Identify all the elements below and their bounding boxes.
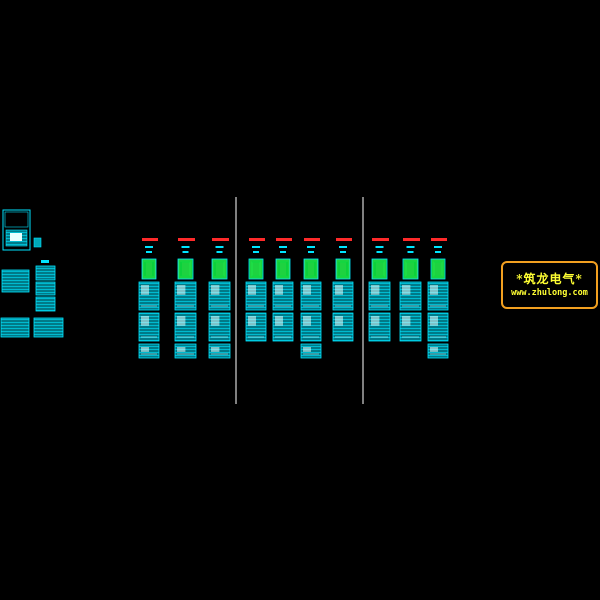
schematic-sheet-block bbox=[177, 285, 186, 295]
schematic-sheet-block bbox=[177, 347, 186, 352]
column-title-mark bbox=[276, 238, 292, 241]
schematic-sheet-block bbox=[303, 316, 311, 326]
cabinet-front-view bbox=[402, 258, 419, 280]
schematic-sheet-block bbox=[141, 316, 149, 326]
column-tag-mark bbox=[375, 246, 384, 248]
column-tag-mark bbox=[252, 246, 260, 248]
cabinet-front-door bbox=[278, 261, 288, 277]
column-title-mark bbox=[142, 238, 158, 241]
cabinet-front-door bbox=[144, 261, 154, 277]
column-title-mark bbox=[431, 238, 447, 241]
column-tag-mark bbox=[339, 246, 347, 248]
cabinet-front-door bbox=[214, 261, 225, 277]
cover-sheet-inner bbox=[4, 211, 29, 228]
schematic-sheet-block bbox=[248, 285, 256, 295]
cabinet-front-view bbox=[211, 258, 228, 280]
cabinet-front-view bbox=[275, 258, 291, 280]
cabinet-front-door bbox=[338, 261, 348, 277]
cabinet-front-view bbox=[303, 258, 319, 280]
column-title-mark bbox=[212, 238, 229, 241]
column-tag-mark bbox=[181, 246, 190, 248]
column-tag-mark bbox=[307, 246, 315, 248]
cabinet-front-door bbox=[433, 261, 443, 277]
zhulong-watermark-stamp: *筑龙电气* www.zhulong.com bbox=[501, 261, 598, 309]
cabinet-front-door bbox=[180, 261, 191, 277]
schematic-sheet-block bbox=[303, 285, 311, 295]
schematic-sheet-block bbox=[430, 285, 438, 295]
column-tag-mark bbox=[280, 251, 286, 253]
cabinet-front-door bbox=[405, 261, 416, 277]
schematic-sheet-block bbox=[335, 316, 343, 326]
column-tag-mark bbox=[253, 251, 259, 253]
column-tag-mark bbox=[308, 251, 314, 253]
column-tag-mark bbox=[146, 251, 152, 253]
index-sheet-c bbox=[35, 281, 56, 296]
schematic-sheet-block bbox=[211, 316, 220, 326]
schematic-sheet-block bbox=[211, 285, 220, 295]
column-tag-mark bbox=[215, 246, 224, 248]
schematic-sheet-block bbox=[275, 316, 283, 326]
schematic-sheet-block bbox=[371, 285, 380, 295]
cabinet-front-view bbox=[430, 258, 446, 280]
schematic-sheet-block bbox=[303, 347, 311, 352]
cabinet-column-groups bbox=[138, 238, 449, 359]
schematic-sheet-block bbox=[177, 316, 186, 326]
column-title-mark bbox=[178, 238, 195, 241]
cabinet-front-view bbox=[371, 258, 388, 280]
index-sheet-d bbox=[35, 296, 56, 312]
cabinet-front-door bbox=[251, 261, 261, 277]
schematic-sheet-block bbox=[275, 285, 283, 295]
watermark-title: *筑龙电气* bbox=[516, 271, 583, 286]
cabinet-front-door bbox=[374, 261, 385, 277]
column-tag-mark bbox=[216, 251, 223, 253]
cabinet-front-view bbox=[177, 258, 194, 280]
column-title-mark bbox=[403, 238, 420, 241]
cabinet-front-door bbox=[306, 261, 316, 277]
schematic-sheet-block bbox=[402, 285, 411, 295]
small-legend-sheet bbox=[33, 237, 42, 248]
schematic-sheet-block bbox=[335, 285, 343, 295]
index-sheet-b bbox=[35, 265, 56, 281]
column-tag-mark bbox=[145, 246, 153, 248]
column-tag-mark bbox=[406, 246, 415, 248]
index-sheet-group bbox=[0, 209, 64, 338]
column-tag-mark bbox=[279, 246, 287, 248]
column-tag-mark bbox=[340, 251, 346, 253]
cover-sheet-white-block bbox=[10, 233, 22, 241]
column-tag-mark bbox=[182, 251, 189, 253]
index-sheet-f bbox=[33, 317, 64, 338]
schematic-sheet-block bbox=[430, 316, 438, 326]
schematic-sheet-block bbox=[211, 347, 220, 352]
cabinet-front-view bbox=[141, 258, 157, 280]
schematic-sheet-block bbox=[141, 347, 149, 352]
column-title-mark bbox=[336, 238, 352, 241]
schematic-sheet-block bbox=[430, 347, 438, 352]
index-sheet-a bbox=[1, 269, 30, 293]
schematic-sheet-block bbox=[248, 316, 256, 326]
column-title-mark bbox=[249, 238, 265, 241]
watermark-url: www.zhulong.com bbox=[511, 287, 588, 298]
cabinet-front-view bbox=[248, 258, 264, 280]
cabinet-front-view bbox=[335, 258, 351, 280]
column-tag-mark bbox=[376, 251, 383, 253]
column-tag-mark bbox=[407, 251, 414, 253]
column-title-mark bbox=[304, 238, 320, 241]
index-label-mark bbox=[41, 260, 49, 263]
schematic-sheet-block bbox=[371, 316, 380, 326]
schematic-sheet-block bbox=[402, 316, 411, 326]
column-title-mark bbox=[372, 238, 389, 241]
column-tag-mark bbox=[434, 246, 442, 248]
cover-sheet bbox=[2, 209, 31, 251]
column-tag-mark bbox=[435, 251, 441, 253]
schematic-sheet-block bbox=[141, 285, 149, 295]
index-sheet-e bbox=[0, 317, 30, 338]
